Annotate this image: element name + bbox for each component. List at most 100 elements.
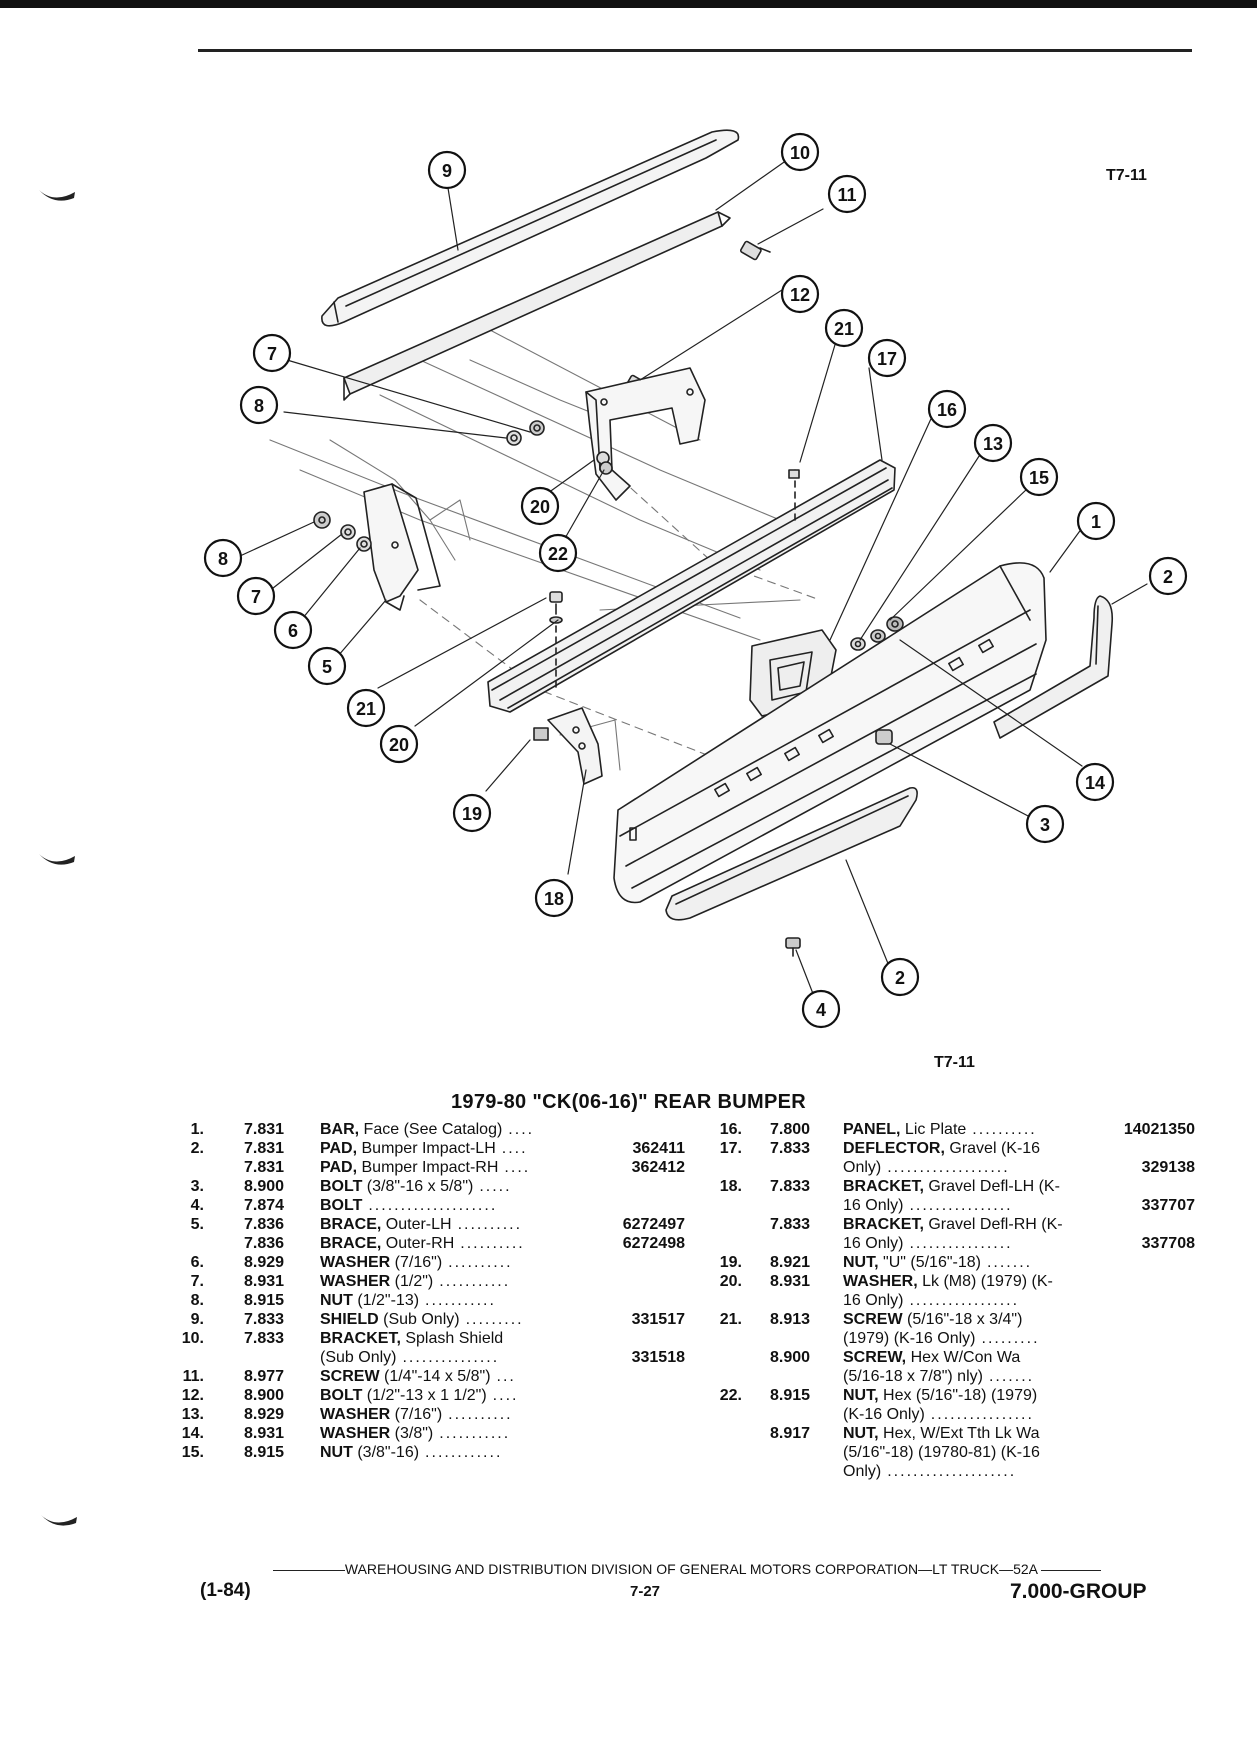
footer-division: WAREHOUSING AND DISTRIBUTION DIVISION OF…: [344, 1561, 1038, 1577]
leader-dots: .........: [465, 1311, 524, 1328]
svg-text:21: 21: [834, 319, 854, 339]
binder-hole-mark: [39, 190, 75, 201]
part-description: NUT (1/2"-13)...........: [320, 1291, 496, 1310]
part-detail: Bumper Impact-RH: [357, 1159, 499, 1176]
group-number: 8.931: [770, 1273, 811, 1290]
part-name: WASHER,: [843, 1273, 918, 1290]
svg-text:15: 15: [1029, 468, 1049, 488]
svg-text:16: 16: [937, 400, 957, 420]
item-number: 16.: [719, 1121, 742, 1138]
callout-2: [1148, 556, 1188, 596]
part-description: (5/16"-18) (19780-81) (K-16: [843, 1443, 1046, 1462]
part-description: PANEL, Lic Plate..........: [843, 1120, 1037, 1139]
part-description: SCREW (5/16"-18 x 3/4"): [843, 1310, 1028, 1329]
part-number: 6272498: [590, 1234, 685, 1253]
parts-list-row: (1979) (K-16 Only).........: [690, 1329, 1200, 1348]
part-number: 6272497: [590, 1215, 685, 1234]
leader-dots: .........: [981, 1330, 1040, 1347]
leader-dots: .................: [909, 1292, 1020, 1309]
parts-list-row: (5/16"-18) (19780-81) (K-16: [690, 1443, 1200, 1462]
part-detail: 16 Only): [843, 1292, 904, 1309]
callout-22: [538, 533, 578, 573]
bolt-part-3: [875, 729, 893, 745]
svg-text:2: 2: [895, 968, 905, 988]
part-detail: Only): [843, 1463, 882, 1480]
group-number: 8.900: [244, 1178, 285, 1195]
callout-20: [379, 724, 419, 764]
item-number: 6.: [190, 1254, 204, 1271]
bolt-part-4: [785, 937, 801, 957]
item-number: 18.: [719, 1178, 742, 1195]
part-description: NUT (3/8"-16)............: [320, 1443, 502, 1462]
leader-dots: ....: [508, 1121, 535, 1138]
svg-text:5: 5: [322, 657, 332, 677]
part-detail: (Sub Only): [378, 1311, 460, 1328]
rear-bumper-exploded-diagram: 9 10 11 12 21 17 16 13 15 1 2 14 3 2 4 1…: [203, 129, 1188, 1029]
part-detail: 16 Only): [843, 1235, 904, 1252]
part-description: DEFLECTOR, Gravel (K-16: [843, 1139, 1046, 1158]
item-number: 15.: [181, 1444, 204, 1461]
callout-15: [1019, 457, 1059, 497]
item-number: 4.: [190, 1197, 204, 1214]
leader-dots: ....................: [368, 1197, 498, 1214]
leader-dots: ....: [492, 1387, 519, 1404]
svg-text:12: 12: [790, 285, 810, 305]
svg-text:9: 9: [442, 161, 452, 181]
part-detail: Gravel (K-16: [944, 1140, 1041, 1157]
part-detail: (5/16-18 x 7/8") nly): [843, 1368, 983, 1385]
parts-list-row: 16 Only)................337707: [690, 1196, 1200, 1215]
impact-pad-rh-part-2: [993, 595, 1114, 739]
washer-nut-lh: [313, 511, 372, 552]
group-number: 7.800: [770, 1121, 811, 1138]
part-name: WASHER: [320, 1425, 391, 1442]
part-description: (1979) (K-16 Only).........: [843, 1329, 1040, 1348]
part-detail: (1/2"-13): [352, 1292, 420, 1309]
callout-21b: [346, 688, 386, 728]
part-description: PAD, Bumper Impact-RH....: [320, 1158, 530, 1177]
item-number: 2.: [190, 1140, 204, 1157]
parts-list-row: (5/16-18 x 7/8") nly).......: [690, 1367, 1200, 1386]
svg-text:7: 7: [251, 587, 261, 607]
part-description: NUT, Hex, W/Ext Tth Lk Wa: [843, 1424, 1045, 1443]
leader-dots: ....: [501, 1140, 528, 1157]
part-detail: Face (See Catalog): [359, 1121, 503, 1138]
item-number: 13.: [181, 1406, 204, 1423]
callout-1: [1076, 501, 1116, 541]
svg-text:2: 2: [1163, 567, 1173, 587]
part-description: SHIELD (Sub Only).........: [320, 1310, 524, 1329]
callout-numbers: 9 10 11 12 21 17 16 13 15 1 2 14 3 2 4 1…: [218, 143, 1173, 1020]
group-number: 8.915: [244, 1292, 285, 1309]
part-name: NUT,: [843, 1254, 879, 1271]
deflector-part-17: [487, 459, 896, 713]
group-number: 7.833: [770, 1216, 811, 1233]
svg-text:6: 6: [288, 621, 298, 641]
part-name: SHIELD: [320, 1311, 379, 1328]
part-detail: (7/16"): [390, 1254, 443, 1271]
svg-text:18: 18: [544, 889, 564, 909]
part-detail: (Sub Only): [320, 1349, 397, 1366]
part-description: WASHER (1/2")...........: [320, 1272, 510, 1291]
svg-text:14: 14: [1085, 773, 1105, 793]
part-name: BRACKET,: [843, 1216, 924, 1233]
part-detail: Outer-LH: [381, 1216, 452, 1233]
group-number: 8.917: [770, 1425, 811, 1442]
callout-7b: [252, 333, 292, 373]
group-number: 7.833: [770, 1140, 811, 1157]
item-number: 14.: [181, 1425, 204, 1442]
part-description: BRACKET, Splash Shield: [320, 1329, 509, 1348]
part-detail: (1979) (K-16 Only): [843, 1330, 976, 1347]
group-number: 8.900: [770, 1349, 811, 1366]
binder-hole-mark: [39, 854, 75, 865]
callout-4: [801, 989, 841, 1029]
part-detail: Hex W/Con Wa: [906, 1349, 1021, 1366]
part-description: WASHER, Lk (M8) (1979) (K-: [843, 1272, 1059, 1291]
part-name: SCREW: [320, 1368, 380, 1385]
page-top-edge: [0, 0, 1257, 8]
